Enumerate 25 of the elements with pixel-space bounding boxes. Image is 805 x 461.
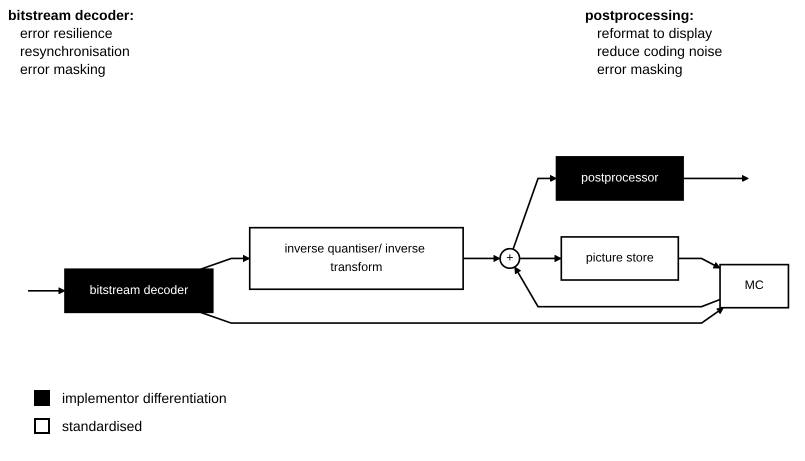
arrow [678,258,720,268]
note-text: error masking [19,60,107,78]
note-text: reformat to display [596,24,714,42]
node-box: MC [719,264,790,309]
note-heading: bitstream decoder: [8,6,134,24]
node-box: inverse quantiser/ inverse transform [248,226,464,290]
note-text: resynchronisation [19,42,131,60]
arrow [463,254,500,262]
node-box: picture store [560,236,680,281]
arrow [683,174,749,182]
node-circle: + [499,248,520,270]
note-text: error masking [596,60,684,78]
arrow [512,174,557,250]
arrow [28,287,66,294]
note-text: error resilience [19,24,114,42]
node-box: bitstream decoder [64,268,214,314]
arrow [200,254,250,270]
note-text: reduce coding noise [596,42,722,60]
note-heading: postprocessing: [585,6,695,24]
arrow [514,266,720,308]
node-box: postprocessor [556,156,684,201]
legend-label: standardised [62,418,142,434]
legend-label: implementor differentiation [62,390,227,406]
arrow [200,307,724,324]
arrow [520,254,562,262]
